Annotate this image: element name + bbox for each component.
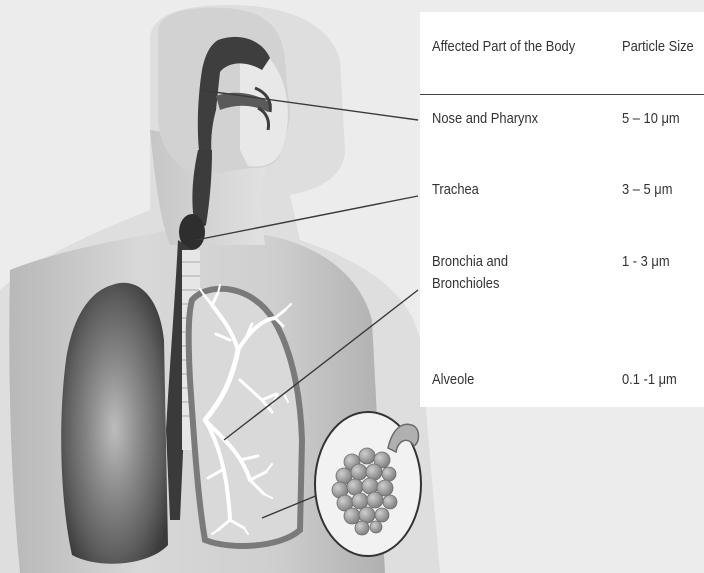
cell-size: 1 - 3 μm [622, 251, 670, 273]
alveoli-magnifier [315, 412, 421, 556]
cell-part: Bronchia and Bronchioles [432, 251, 535, 295]
cell-part: Nose and Pharynx [432, 108, 578, 130]
cell-size: 5 – 10 μm [622, 108, 680, 130]
header-affected-part: Affected Part of the Body [432, 38, 575, 55]
cell-size: 0.1 -1 μm [622, 369, 677, 391]
cell-size: 3 – 5 μm [622, 179, 672, 201]
header-divider [420, 94, 704, 95]
header-particle-size: Particle Size [622, 38, 694, 55]
lung-right [61, 283, 168, 564]
cell-part: Alveole [432, 369, 578, 391]
cell-part: Trachea [432, 179, 578, 201]
particle-size-table: Affected Part of the Body Particle Size … [420, 12, 704, 407]
